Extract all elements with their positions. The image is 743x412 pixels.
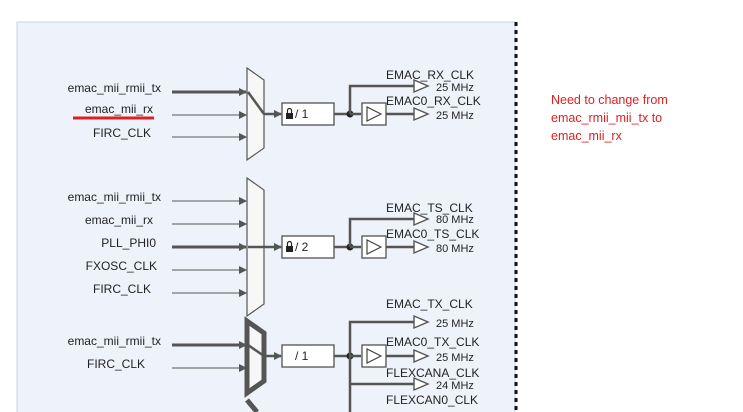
- clock-group-ts: emac_mii_rmii_tx emac_mii_rx PLL_PHI0 FX…: [68, 176, 479, 318]
- mux-select-line: [246, 91, 266, 115]
- branch-wire: [348, 84, 414, 114]
- lock-icon: [286, 107, 293, 119]
- output-arrow-icon: [413, 211, 430, 227]
- output-name: EMAC0_TX_CLK: [386, 335, 479, 349]
- branch-wire: [348, 217, 414, 247]
- output-name: EMAC_TX_CLK: [386, 297, 473, 311]
- output-name: FLEXCAN0_CLK: [386, 393, 478, 407]
- input-label: FXOSC_CLK: [86, 259, 157, 273]
- gate-triangle-icon: [366, 239, 383, 255]
- output-arrow-icon: [413, 106, 430, 122]
- annotation-note: Need to change from emac_rmii_mii_tx to …: [551, 91, 731, 145]
- output-frequency: 25 MHz: [436, 110, 474, 122]
- gate-triangle-icon: [366, 348, 383, 364]
- divider-value: / 1: [295, 349, 309, 363]
- output-arrow-icon: [413, 376, 430, 392]
- clock-gate[interactable]: [361, 344, 387, 368]
- input-label: FIRC_CLK: [93, 126, 151, 140]
- mux-select-line: [247, 343, 265, 358]
- clock-group-tx: emac_mii_rmii_tx FIRC_CLK / 1 EMAC_TX_CL…: [68, 297, 479, 412]
- output-arrow-icon: [413, 239, 430, 255]
- divider-value: / 1: [295, 107, 309, 121]
- clock-gate[interactable]: [361, 102, 387, 126]
- clock-group-rx: emac_mii_rmii_tx emac_mii_rx FIRC_CLK / …: [68, 66, 481, 162]
- divider-value: / 2: [295, 240, 309, 254]
- input-label: emac_mii_rx: [85, 102, 153, 116]
- output-frequency: 24 MHz: [436, 380, 474, 392]
- output-arrow-icon: [413, 348, 430, 364]
- output-name: EMAC0_TS_CLK: [386, 227, 479, 241]
- lock-icon: [286, 240, 293, 252]
- clock-gate[interactable]: [361, 235, 387, 259]
- note-line: emac_rmii_mii_tx to: [551, 111, 663, 125]
- input-label: emac_mii_rmii_tx: [68, 81, 161, 95]
- input-label: FIRC_CLK: [93, 282, 151, 296]
- output-arrow-icon: [413, 78, 430, 94]
- input-label: emac_mii_rmii_tx: [68, 190, 161, 204]
- clock-mux[interactable]: [244, 316, 267, 398]
- output-name: EMAC_RX_CLK: [386, 68, 474, 82]
- input-label: PLL_PHI0: [101, 236, 156, 250]
- gate-triangle-icon: [366, 106, 383, 122]
- mux-bottom-edge: [245, 398, 259, 412]
- output-arrow-icon: [413, 314, 430, 330]
- output-frequency: 80 MHz: [436, 214, 474, 226]
- output-name: EMAC_TS_CLK: [386, 201, 473, 215]
- clock-mux[interactable]: [246, 66, 265, 162]
- input-label: emac_mii_rx: [85, 213, 153, 227]
- note-line: emac_mii_rx: [551, 129, 622, 143]
- output-name: EMAC0_RX_CLK: [386, 94, 481, 108]
- output-frequency: 25 MHz: [436, 318, 474, 330]
- output-name: FLEXCANA_CLK: [386, 366, 479, 380]
- note-line: Need to change from: [551, 93, 668, 107]
- output-frequency: 80 MHz: [436, 243, 474, 255]
- output-frequency: 25 MHz: [436, 82, 474, 94]
- input-label: emac_mii_rmii_tx: [68, 334, 161, 348]
- output-frequency: 25 MHz: [436, 352, 474, 364]
- branch-wire: [348, 320, 414, 412]
- input-label: FIRC_CLK: [87, 357, 145, 371]
